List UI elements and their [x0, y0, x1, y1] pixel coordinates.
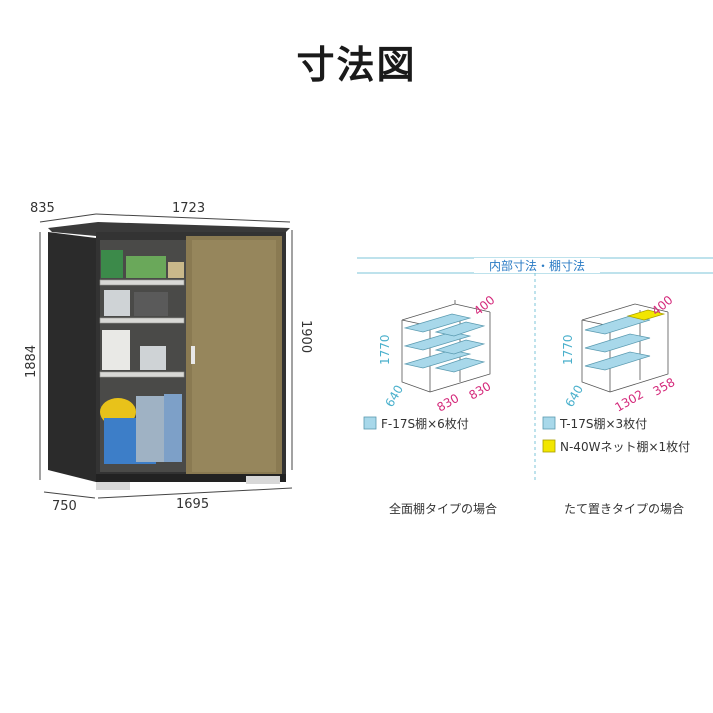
dim-height-left: 1884: [24, 345, 39, 378]
shed-item-crate: [134, 292, 168, 316]
vertical-shelf-diagram: 1770 640 400 1302 358 T-17S棚×3枚付 N-40Wネッ…: [542, 293, 690, 516]
shed-door-handle: [191, 346, 195, 364]
dim-width-bottom: 1695: [176, 497, 209, 512]
full-dim-height: 1770: [378, 334, 392, 365]
shed-item-container: [104, 290, 130, 316]
vertical-legend-1: T-17S棚×3枚付: [559, 416, 647, 431]
vertical-shelf-boards: [584, 315, 651, 371]
dim-width-top: 1723: [172, 201, 205, 216]
shed-illustration: 835 1723 1884 1900 750 1695: [24, 201, 313, 514]
dim-height-right: 1900: [298, 320, 313, 353]
shed-foot-right: [246, 476, 280, 484]
full-caption: 全面棚タイプの場合: [389, 501, 497, 516]
shed-item-can: [168, 262, 184, 278]
dim-depth-bottom: 750: [52, 499, 77, 514]
interior-header-title: 内部寸法・棚寸法: [489, 258, 585, 273]
full-shelf-boards: [403, 313, 486, 373]
legend-swatch-shelf-2: [542, 416, 556, 430]
shed-item-stack: [102, 330, 130, 370]
shed-base: [96, 474, 286, 482]
shed-item-suitcase: [136, 396, 166, 462]
shed-item-case: [164, 394, 182, 462]
full-dim-depth: 640: [382, 383, 406, 410]
page-title: 寸法図: [296, 43, 417, 87]
legend-swatch-net: [542, 439, 556, 453]
vertical-legend-2: N-40Wネット棚×1枚付: [560, 439, 690, 454]
shed-door-panel: [192, 240, 276, 472]
full-dim-width-a: 830: [435, 391, 462, 415]
vertical-caption: たて置きタイプの場合: [564, 501, 684, 516]
net-shelf-board: [626, 309, 666, 321]
shed-side-panel: [48, 232, 96, 482]
full-dim-width-b: 830: [467, 379, 494, 403]
shed-foot-left: [96, 482, 130, 490]
vertical-dim-depth: 640: [562, 383, 586, 410]
full-shelf-diagram: 1770 640 400 830 830 F-17S棚×6枚付 全面棚タイプの場…: [363, 293, 498, 516]
shed-item-box-light: [126, 256, 166, 278]
interior-header: 内部寸法・棚寸法: [357, 257, 713, 480]
legend-swatch-shelf: [363, 416, 377, 430]
vertical-dim-width-a: 1302: [613, 387, 646, 414]
shed-dimension-lines: [39, 213, 293, 499]
vertical-dim-height: 1770: [561, 334, 575, 365]
shed-shelves: [99, 279, 185, 378]
shed-item-box-green: [101, 250, 123, 278]
shed-item-bin: [140, 346, 166, 370]
full-legend: F-17S棚×6枚付: [381, 416, 469, 431]
dim-depth-top: 835: [30, 201, 55, 216]
full-dim-depth-top: 400: [471, 293, 498, 318]
